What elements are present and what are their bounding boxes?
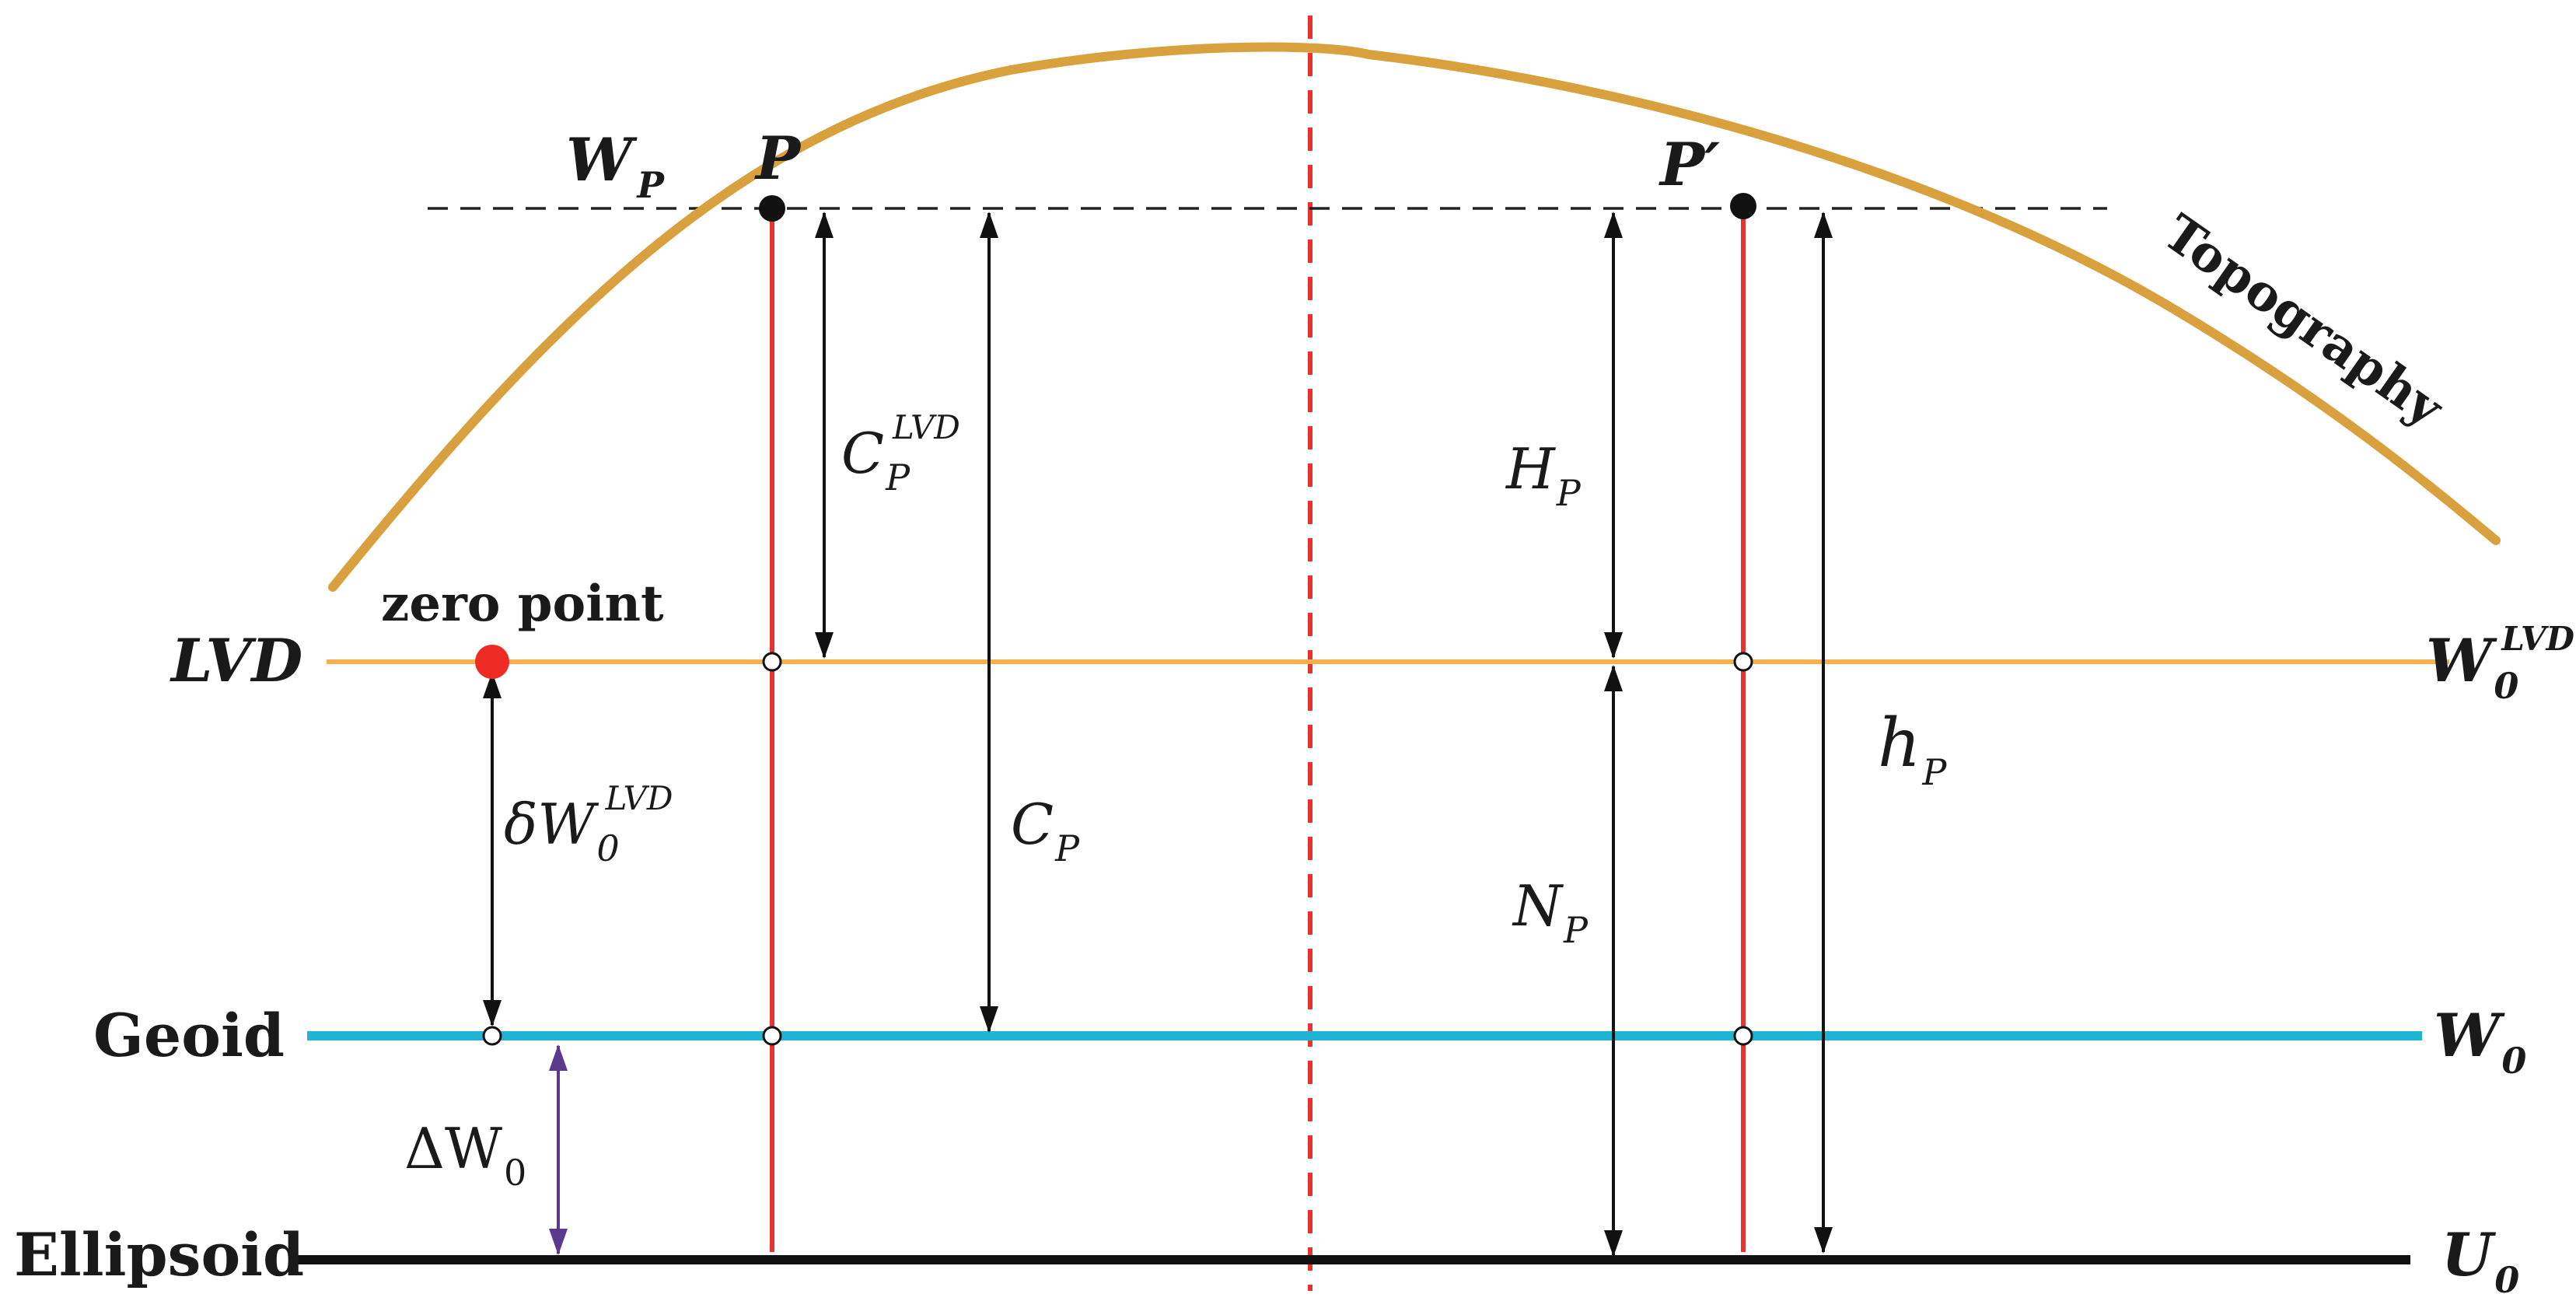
node-p-prime-geoid [1733,1026,1753,1046]
label-w0: W0 [2434,1001,2526,1082]
point-p [759,195,785,222]
label-np: NP [1512,873,1589,951]
node-p-prime-lvd [1733,652,1753,672]
label-ellipsoid: Ellipsoid [14,1220,304,1289]
label-zero-point: zero point [381,575,664,633]
label-delta-w0: ΔW0 [404,1116,526,1194]
label-cp-lvd: CPLVD [841,408,960,498]
point-p-prime [1730,193,1756,219]
label-hp-orthometric: HP [1505,436,1582,514]
zero-point-marker [475,645,509,679]
label-p-prime: P′ [1658,130,1720,199]
label-lvd: LVD [170,626,302,695]
label-hp-ellipsoidal: hP [1878,705,1947,793]
label-u0: U0 [2441,1220,2519,1301]
topography-curve [328,42,2501,592]
node-zero-geoid [482,1026,502,1046]
label-cp: CP [1011,792,1080,869]
label-geoid: Geoid [93,1001,285,1070]
node-p-lvd [762,652,782,672]
node-p-geoid [762,1026,782,1046]
label-w0-lvd: W0LVD [2426,620,2575,707]
label-p: P [754,124,802,193]
label-delta-w0-lvd: δW0LVD [504,779,673,869]
